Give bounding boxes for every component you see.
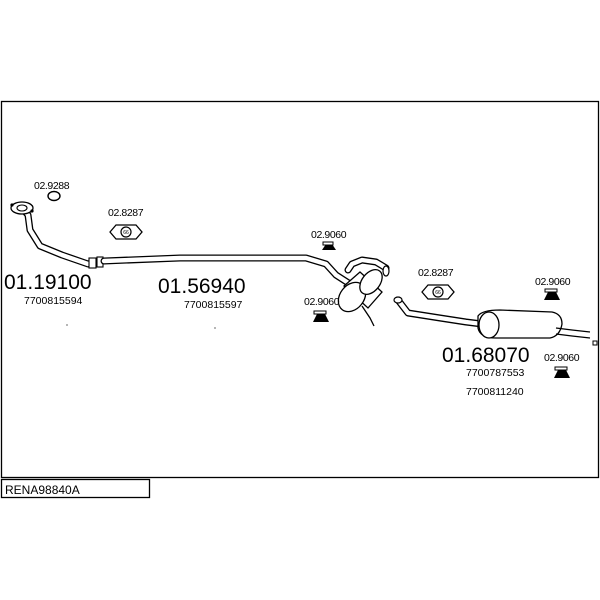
reference-code: RENA98840A	[5, 483, 80, 497]
reference-box	[0, 478, 151, 499]
accessory-code-label: 02.9060	[311, 229, 347, 241]
accessory-code-label: 02.9060	[544, 352, 580, 364]
accessory-code-label: 02.9060	[535, 276, 571, 288]
oem-number-label: 7700815597	[184, 299, 243, 311]
middle-silencer-icon	[337, 269, 383, 327]
svg-text:66: 66	[123, 230, 129, 236]
rear-silencer-icon	[477, 309, 591, 339]
intermediate-pipe-part[interactable]	[100, 254, 390, 327]
clamp-icon[interactable]	[313, 310, 329, 322]
flange-icon	[10, 201, 34, 215]
clamp-icon[interactable]	[322, 241, 336, 250]
part-number-label: 01.68070	[442, 344, 530, 367]
oem-number-label: 7700815594	[24, 295, 83, 307]
right-edge-marker	[592, 340, 598, 346]
accessory-code-label: 02.9060	[304, 296, 340, 308]
accessory-code-label: 02.8287	[418, 267, 454, 279]
oem-number-label: 7700811240	[466, 386, 524, 398]
rubber-hanger-icon[interactable]: 66	[109, 224, 143, 240]
part-number-label: 01.19100	[4, 271, 92, 294]
rubber-hanger-icon[interactable]: 66	[421, 284, 455, 300]
clamp-icon[interactable]	[554, 366, 570, 378]
accessory-code-label: 02.9288	[34, 180, 70, 192]
gasket-ring-icon[interactable]	[47, 190, 61, 202]
front-pipe-part[interactable]	[10, 201, 104, 269]
rear-silencer-part[interactable]	[393, 296, 591, 339]
diagram-frame	[0, 100, 600, 479]
oem-number-label: 7700787553	[466, 367, 525, 379]
clamp-icon[interactable]	[544, 288, 560, 300]
part-number-label: 01.56940	[158, 275, 246, 298]
accessory-code-label: 02.8287	[108, 207, 144, 219]
svg-text:66: 66	[435, 290, 441, 296]
